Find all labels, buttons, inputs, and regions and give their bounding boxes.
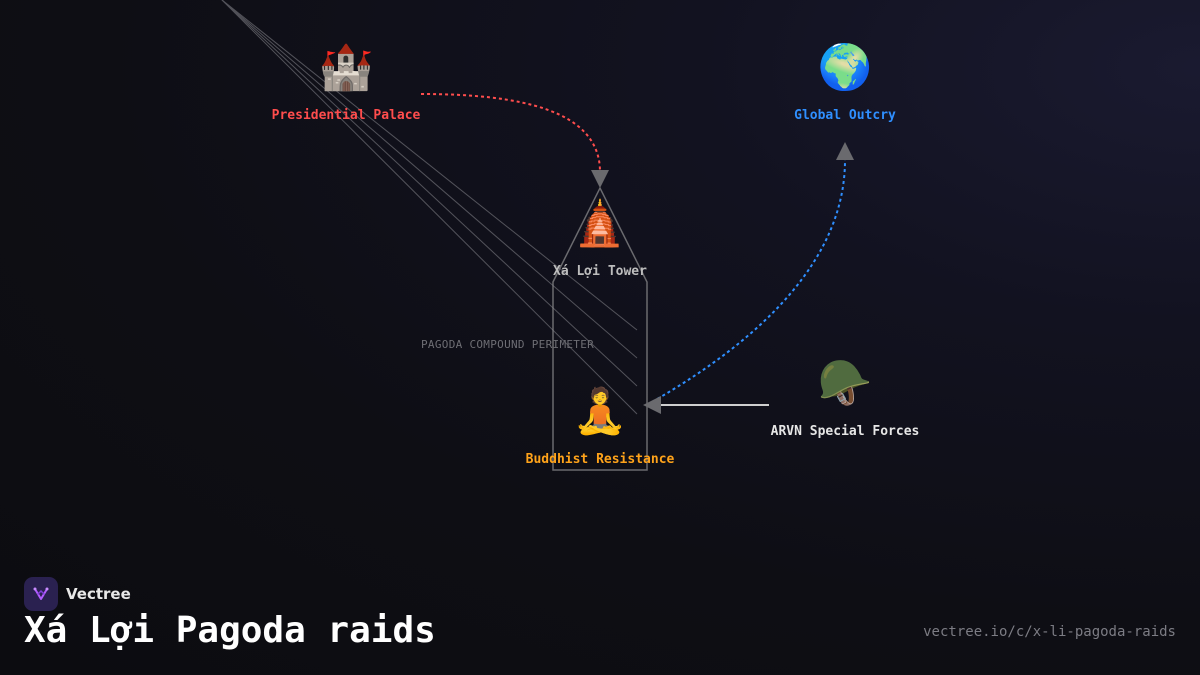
vectree-logo-icon	[24, 577, 58, 611]
node-label: Presidential Palace	[271, 108, 421, 123]
brand[interactable]: Vectree	[24, 577, 131, 611]
castle-icon: 🏰	[318, 42, 374, 93]
pagoda-compound-perimeter	[552, 186, 648, 471]
arrowhead-resistance	[643, 396, 661, 414]
node-presidential-palace[interactable]: 🏰 Presidential Palace	[271, 42, 421, 124]
node-global-outcry[interactable]: 🌍 Global Outcry	[794, 42, 896, 124]
node-label: Global Outcry	[794, 108, 896, 123]
node-label: ARVN Special Forces	[770, 424, 920, 439]
military-helmet-icon: 🪖	[817, 358, 873, 409]
edge-palace-to-tower	[420, 93, 601, 173]
searchlight-lines	[221, 0, 638, 415]
edge-resistance-to-outcry	[651, 159, 846, 403]
page-title: Xá Lợi Pagoda raids	[24, 610, 436, 651]
node-label: Buddhist Resistance	[525, 452, 675, 467]
meditating-person-icon: 🧘	[572, 386, 628, 437]
node-buddhist-resistance[interactable]: 🧘 Buddhist Resistance	[525, 386, 675, 468]
pagoda-icon: 🛕	[572, 198, 628, 249]
source-url[interactable]: vectree.io/c/x-li-pagoda-raids	[923, 624, 1176, 640]
node-xa-loi-tower[interactable]: 🛕 Xá Lợi Tower	[553, 198, 647, 280]
globe-icon: 🌍	[817, 42, 873, 93]
brand-name: Vectree	[66, 585, 131, 603]
arrowhead-outcry	[836, 142, 854, 160]
arrowhead-tower	[591, 170, 609, 188]
node-label: Xá Lợi Tower	[553, 264, 647, 279]
node-arvn-special-forces[interactable]: 🪖 ARVN Special Forces	[770, 358, 920, 440]
region-label: PAGODA COMPOUND PERIMETER	[421, 338, 595, 351]
